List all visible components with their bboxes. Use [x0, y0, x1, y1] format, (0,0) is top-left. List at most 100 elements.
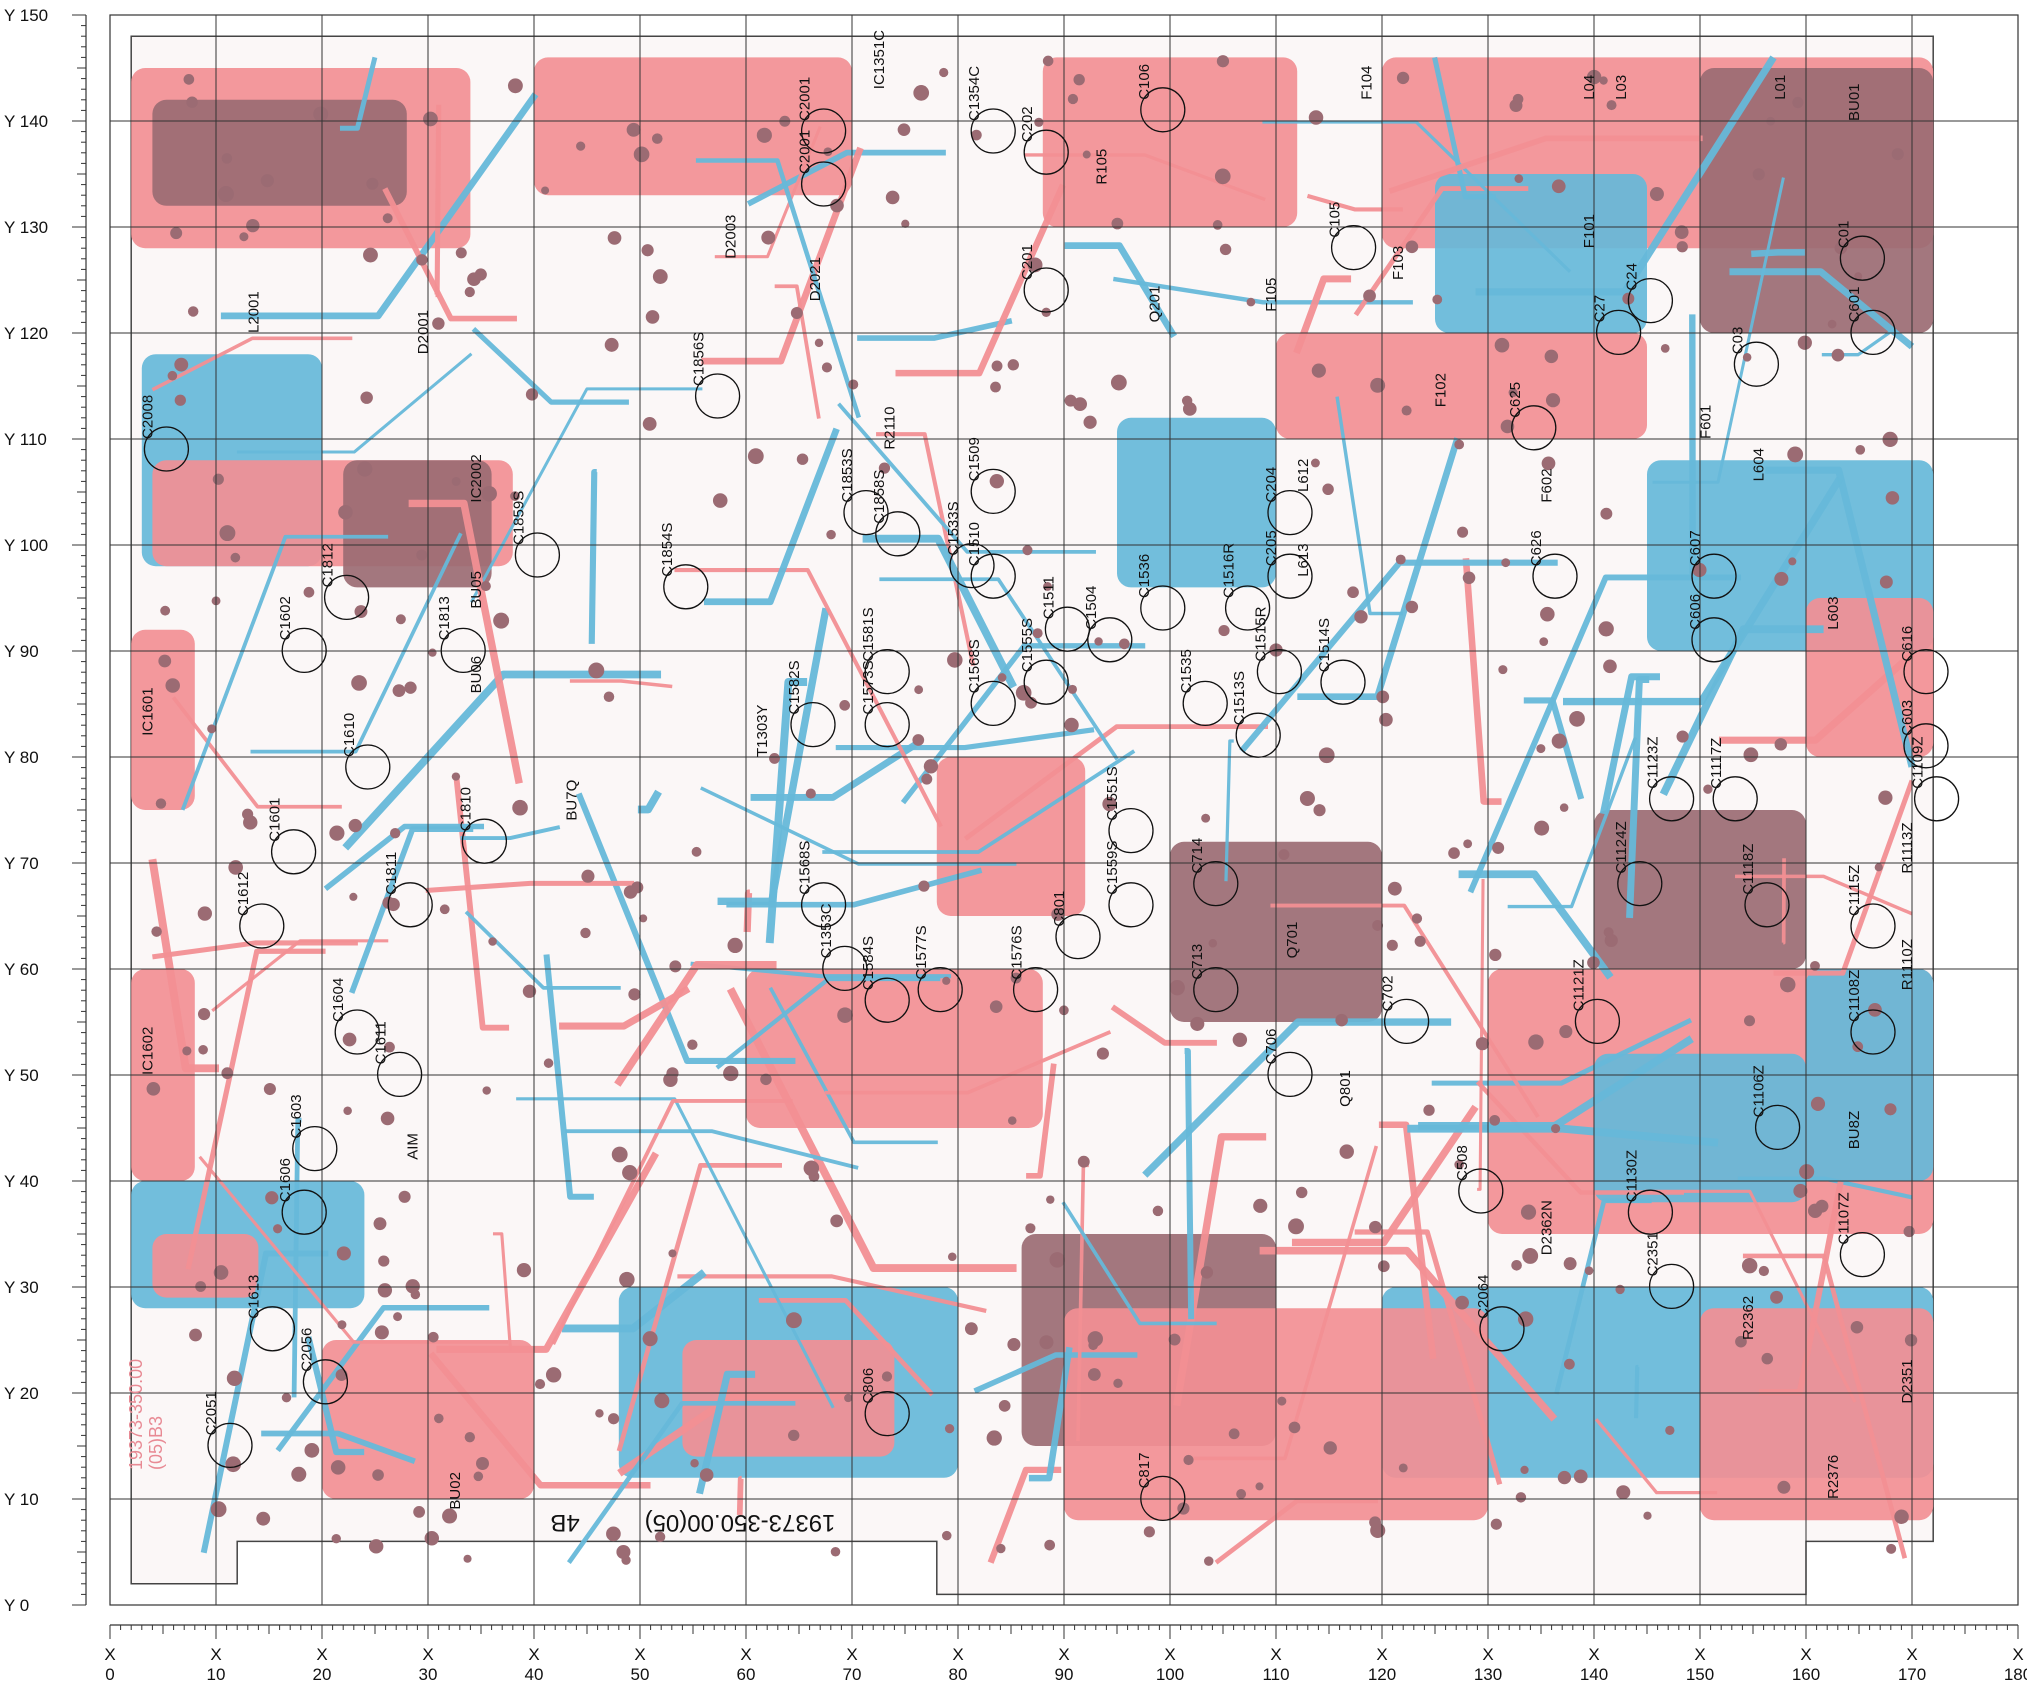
component[interactable]: C1601 [267, 798, 317, 875]
component[interactable]: F105 [1263, 278, 1280, 312]
component[interactable]: C1106Z [1751, 1065, 1801, 1151]
component[interactable]: C1611 [373, 1021, 423, 1098]
component[interactable]: L01 [1772, 75, 1789, 100]
component[interactable]: C1610 [341, 713, 391, 790]
component[interactable]: IC1601 [139, 687, 156, 735]
component[interactable]: BU8Z [1846, 1111, 1863, 1149]
component[interactable]: L2001 [245, 291, 262, 333]
component[interactable]: C2001 [797, 77, 847, 154]
component[interactable]: C2064 [1475, 1275, 1525, 1352]
component[interactable]: IC1602 [139, 1027, 156, 1075]
component[interactable]: C1130Z [1623, 1150, 1674, 1235]
component[interactable]: C1602 [277, 596, 327, 674]
component[interactable]: C706 [1263, 1029, 1313, 1098]
component[interactable]: C1604 [330, 978, 380, 1055]
component[interactable]: C1577S [913, 925, 963, 1013]
component[interactable]: F601 [1698, 405, 1715, 439]
component[interactable]: C105 [1327, 202, 1377, 271]
component[interactable]: D2362N [1539, 1200, 1556, 1255]
component[interactable]: C1535 [1178, 649, 1228, 727]
component[interactable]: C1536 [1136, 554, 1186, 631]
component[interactable]: C1504 [1083, 586, 1133, 663]
component[interactable]: C1568S [797, 841, 847, 928]
component[interactable]: IC1351C [871, 30, 888, 89]
component[interactable]: C01 [1835, 221, 1886, 281]
component[interactable]: C2056 [298, 1328, 349, 1405]
component[interactable]: C714 [1189, 838, 1239, 907]
component[interactable]: C1513S [1231, 671, 1281, 758]
component[interactable]: C2001 [797, 130, 847, 207]
component[interactable]: R2110 [881, 407, 898, 450]
component[interactable]: F101 [1581, 214, 1598, 248]
component[interactable]: BU02 [447, 1472, 464, 1510]
component[interactable]: C1509 [966, 437, 1016, 515]
component[interactable]: BU01 [1846, 83, 1863, 121]
component[interactable]: BU7Q [563, 780, 580, 821]
component[interactable]: D2003 [722, 215, 739, 259]
component[interactable]: Q201 [1146, 286, 1163, 323]
component[interactable]: C601 [1846, 287, 1896, 356]
component[interactable]: L604 [1751, 448, 1768, 481]
component[interactable]: C202 [1019, 106, 1069, 175]
component[interactable]: BU06 [468, 656, 485, 694]
component[interactable]: C201 [1019, 244, 1069, 313]
component[interactable]: Q801 [1337, 1070, 1354, 1107]
component[interactable]: C1108Z [1846, 970, 1896, 1055]
component[interactable]: C616 [1899, 626, 1949, 695]
component[interactable]: C1353C [818, 903, 868, 992]
component[interactable]: R2362 [1740, 1296, 1757, 1340]
component[interactable]: C603 [1899, 700, 1949, 769]
component[interactable]: C626 [1528, 530, 1578, 599]
component[interactable]: C1516R [1221, 543, 1271, 631]
component[interactable]: C1568S [966, 639, 1016, 727]
component[interactable]: C1124Z [1613, 821, 1663, 907]
component[interactable]: F104 [1358, 66, 1375, 100]
component[interactable]: C1117Z [1708, 738, 1758, 822]
component[interactable]: C1612 [235, 872, 285, 949]
component[interactable]: F102 [1433, 373, 1450, 407]
component[interactable]: C1121Z [1570, 959, 1621, 1045]
component[interactable]: C1510 [966, 522, 1016, 599]
component[interactable]: C1533S [945, 501, 995, 589]
component[interactable]: C1514S [1316, 618, 1366, 705]
component[interactable]: C205 [1263, 530, 1313, 599]
component[interactable]: C1123Z [1645, 737, 1695, 822]
component[interactable]: R1110Z [1899, 939, 1916, 990]
component[interactable]: F602 [1539, 468, 1556, 502]
component[interactable]: C1555S [1019, 618, 1069, 705]
component[interactable]: C1559S [1104, 841, 1154, 928]
component[interactable]: C1853S [839, 448, 889, 536]
component[interactable]: C1813 [436, 596, 486, 674]
component[interactable]: C1810 [457, 787, 508, 864]
component[interactable]: C1576S [1009, 925, 1059, 1013]
component[interactable]: C817 [1136, 1453, 1186, 1522]
component[interactable]: R1113Z [1899, 822, 1916, 873]
component[interactable]: D2021 [807, 257, 824, 301]
component[interactable]: C508 [1454, 1145, 1504, 1214]
component[interactable]: C2008 [139, 395, 190, 472]
component[interactable]: C1551S [1104, 766, 1154, 854]
component[interactable]: BU05 [468, 571, 485, 609]
component[interactable]: C27 [1592, 295, 1642, 356]
component[interactable]: L613 [1295, 543, 1312, 576]
component[interactable]: C1603 [288, 1094, 338, 1172]
component[interactable]: C2351 [1645, 1232, 1695, 1310]
component[interactable]: C1107Z [1835, 1192, 1886, 1278]
component[interactable]: C1859S [510, 491, 561, 578]
component[interactable]: C1582S [786, 660, 836, 748]
component[interactable]: R2376 [1825, 1455, 1842, 1499]
component[interactable]: C713 [1189, 944, 1239, 1013]
component[interactable]: C625 [1507, 382, 1557, 451]
component[interactable]: C702 [1380, 976, 1430, 1045]
component[interactable]: C1115Z [1846, 865, 1896, 949]
component[interactable]: F103 [1390, 246, 1407, 280]
component[interactable]: Q701 [1284, 922, 1301, 959]
component[interactable]: C1515R [1252, 606, 1303, 695]
component[interactable]: AIM [404, 1133, 421, 1160]
component[interactable]: C606 [1687, 594, 1737, 663]
component[interactable]: C1511 [1040, 576, 1091, 652]
component[interactable]: C1581S [860, 607, 910, 695]
component[interactable]: C1606 [277, 1158, 327, 1235]
component[interactable]: C1573S [860, 660, 910, 748]
component[interactable]: C1584S [860, 936, 910, 1023]
